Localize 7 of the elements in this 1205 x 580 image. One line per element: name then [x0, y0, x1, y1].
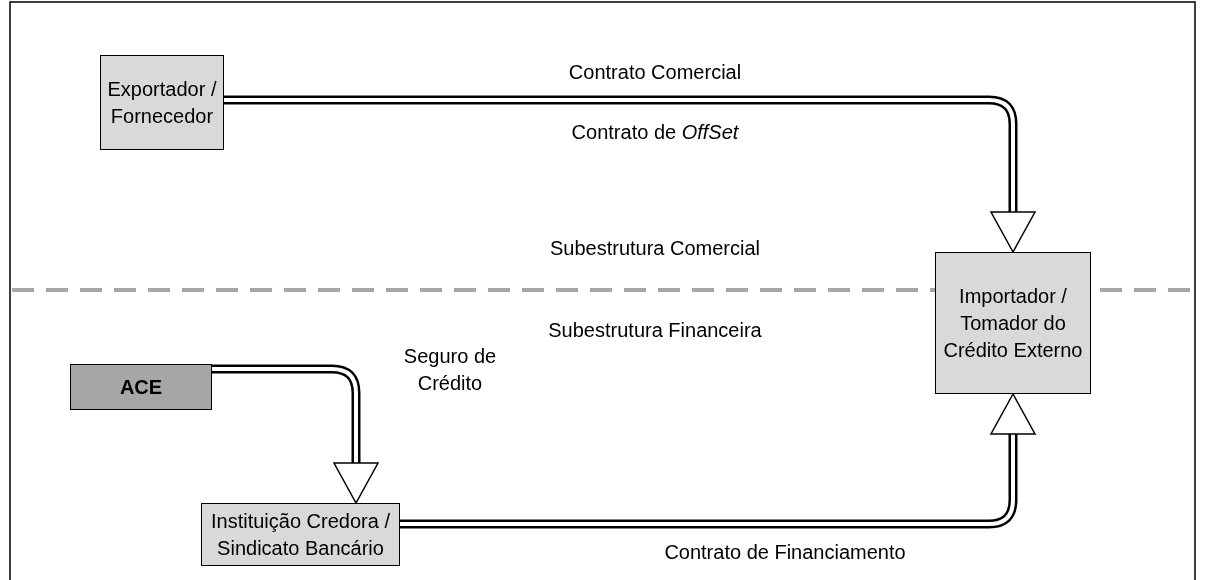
hollow-arrow — [224, 95, 1037, 254]
process-box: ACE — [70, 364, 212, 410]
hollow-arrow — [400, 392, 1037, 529]
process-box: Exportador / Fornecedor — [100, 55, 224, 150]
process-box: Instituição Credora / Sindicato Bancário — [201, 503, 400, 566]
hollow-arrow — [212, 364, 380, 505]
process-box: Importador / Tomador do Crédito Externo — [935, 252, 1091, 394]
